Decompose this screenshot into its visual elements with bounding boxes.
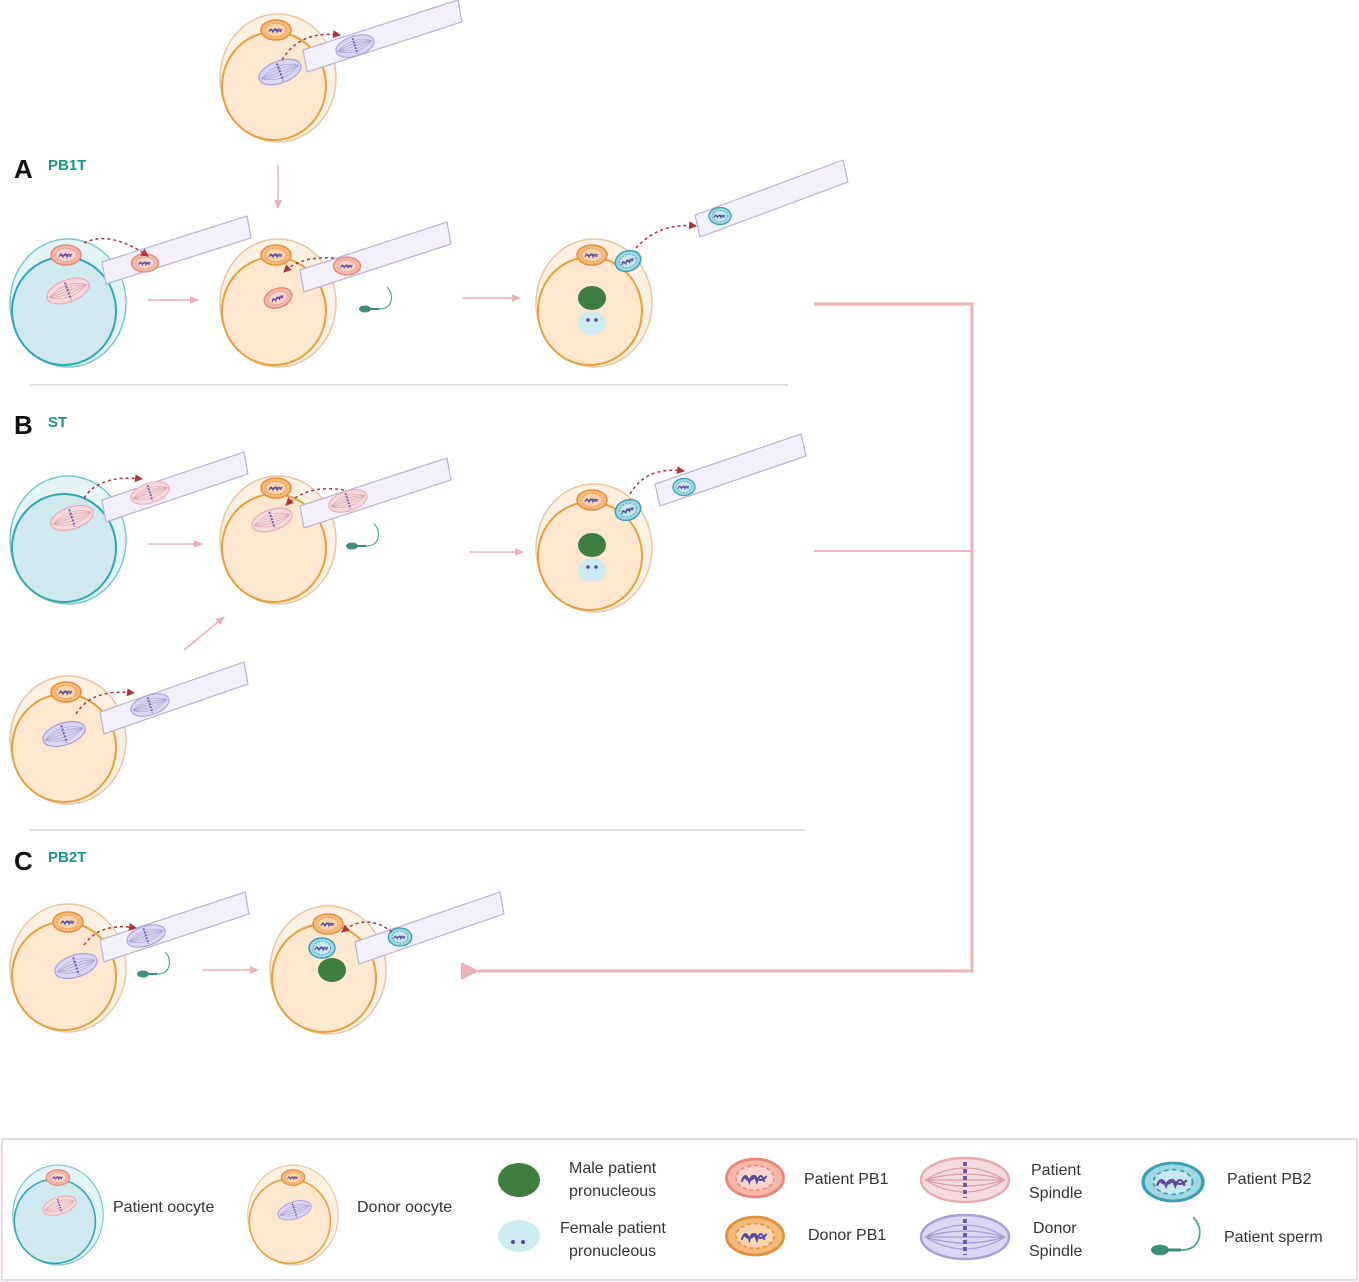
legend-patient-oocyte-icon <box>11 1164 105 1266</box>
b-pipette-3 <box>654 433 807 507</box>
legend-patient-pb2: Patient PB2 <box>1227 1171 1312 1188</box>
panel-c-label: PB2T <box>48 849 86 866</box>
b-dashed-arrow-3 <box>629 466 685 495</box>
legend-donor-spindle-icon <box>919 1213 1011 1261</box>
top-pipette <box>302 0 463 73</box>
legend-patient-spindle-icon <box>919 1156 1011 1204</box>
c-pipette-1 <box>99 891 250 963</box>
b-pipette-4 <box>99 661 249 735</box>
legend-donor-pb1: Donor PB1 <box>808 1227 886 1244</box>
a-pipette-2 <box>299 221 452 293</box>
b-donor-oocyte <box>219 475 337 605</box>
panel-b-label: ST <box>48 414 67 431</box>
a-sperm <box>358 286 393 314</box>
b-zygote <box>535 483 653 613</box>
connector-bracket <box>461 302 974 980</box>
legend-box <box>1 1138 1358 1281</box>
a-patient-oocyte <box>9 238 127 368</box>
legend-female-pn-1: Female patient <box>560 1220 666 1237</box>
a-dashed-arrow-2 <box>283 257 335 273</box>
legend-male-pn-1: Male patient <box>569 1160 657 1177</box>
legend-patient-spindle-2: Spindle <box>1029 1185 1082 1202</box>
c-pipette-2 <box>354 891 505 965</box>
c-sperm <box>136 951 171 979</box>
b-sperm <box>345 523 380 551</box>
c-dashed-arrow-2 <box>341 921 393 933</box>
a-dashed-arrow-1 <box>83 237 149 257</box>
legend-patient-sperm: Patient sperm <box>1224 1229 1323 1246</box>
panel-b-letter: B <box>14 410 33 440</box>
a-donor-oocyte <box>219 238 337 368</box>
legend-donor-oocyte-icon <box>246 1164 340 1266</box>
legend-patient-spindle-1: Patient <box>1031 1162 1081 1179</box>
legend-patient-pb2-icon <box>1143 1163 1203 1201</box>
top-donor-oocyte <box>219 13 337 143</box>
legend-donor-oocyte: Donor oocyte <box>357 1199 452 1216</box>
panel-a-letter: A <box>14 154 33 184</box>
panel-a-label: PB1T <box>48 157 86 174</box>
c-donor-oocyte <box>9 903 127 1033</box>
c-dashed-arrow-1 <box>83 922 137 946</box>
b-pipette-1 <box>101 451 249 523</box>
legend-patient-oocyte: Patient oocyte <box>113 1199 215 1216</box>
legend-patient-pb1-icon <box>727 1159 784 1197</box>
b-arrow-diagonal <box>183 616 225 651</box>
b-pipette-2 <box>299 457 452 529</box>
a-zygote <box>535 238 653 368</box>
a-dashed-arrow-3 <box>635 221 697 249</box>
a-pipette-3 <box>694 159 849 238</box>
legend-female-pn-2: pronucleous <box>569 1243 656 1260</box>
legend-donor-pb1-icon <box>727 1217 784 1255</box>
legend-donor-spindle-1: Donor <box>1033 1220 1077 1237</box>
legend-male-pn-2: pronucleous <box>569 1183 656 1200</box>
legend-female-pn-icon <box>498 1220 540 1252</box>
b-patient-oocyte <box>9 475 127 605</box>
c-donor-zygote <box>269 905 387 1035</box>
legend-donor-spindle-2: Spindle <box>1029 1243 1082 1260</box>
b-lower-donor-oocyte <box>9 675 127 805</box>
a-pipette-1 <box>101 215 252 285</box>
male-pronucleus <box>578 286 606 310</box>
female-pronucleus <box>578 311 606 335</box>
panel-c-letter: C <box>14 846 33 876</box>
legend-male-pn-icon <box>498 1163 540 1197</box>
b-dashed-arrow-2 <box>285 487 345 506</box>
legend-patient-pb1: Patient PB1 <box>804 1171 889 1188</box>
top-dashed-arrow <box>281 30 341 61</box>
